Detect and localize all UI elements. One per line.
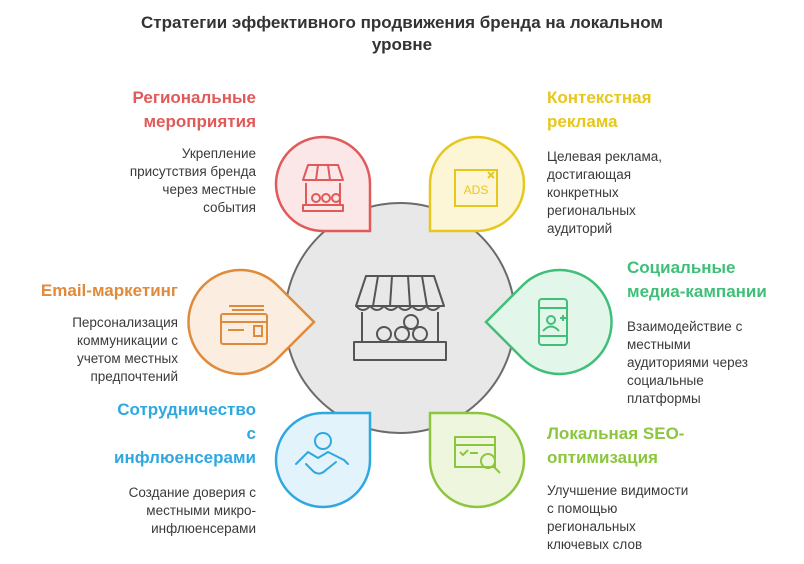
search-window-icon (454, 436, 501, 474)
petal-regional-events (274, 135, 372, 233)
desc-regional-events: Укрепление присутствия бренда через мест… (129, 146, 256, 215)
center-hub (284, 202, 516, 434)
heading-local-seo: Локальная SEO- оптимизация (547, 424, 685, 467)
petal-social-media (484, 268, 613, 376)
heading-regional-events: Региональные мероприятия (132, 88, 257, 131)
desc-local-seo: Улучшение видимости с помощью региональн… (547, 483, 689, 552)
phone-add-user-icon (538, 298, 568, 346)
petal-influencers (274, 411, 372, 509)
heading-email-marketing: Email-маркетинг (40, 281, 178, 300)
petal-local-seo (428, 411, 526, 509)
market-stall-icon (302, 164, 344, 212)
petal-email-marketing (187, 268, 316, 376)
petal-contextual-ads: ADS (428, 135, 526, 233)
market-stall-icon (353, 275, 447, 361)
desc-contextual-ads: Целевая реклама, достигающая конкретных … (547, 149, 663, 236)
heading-influencers: Сотрудничество с инфлюенсерами (114, 400, 256, 467)
desc-social-media: Взаимодействие с местными аудиториями че… (627, 319, 748, 406)
desc-email-marketing: Персонализация коммуникации с учетом мес… (72, 315, 178, 384)
handshake-icon (295, 432, 349, 475)
heading-contextual-ads: Контекстная реклама (547, 88, 652, 131)
email-card-icon (220, 305, 268, 345)
desc-influencers: Создание доверия с местными микро- инфлю… (128, 485, 256, 536)
ads-icon: ADS (454, 169, 498, 207)
heading-social-media: Социальные медиа-кампании (627, 258, 767, 301)
svg-text:ADS: ADS (464, 183, 489, 197)
diagram-title: Стратегии эффективного продвижения бренд… (141, 13, 663, 54)
